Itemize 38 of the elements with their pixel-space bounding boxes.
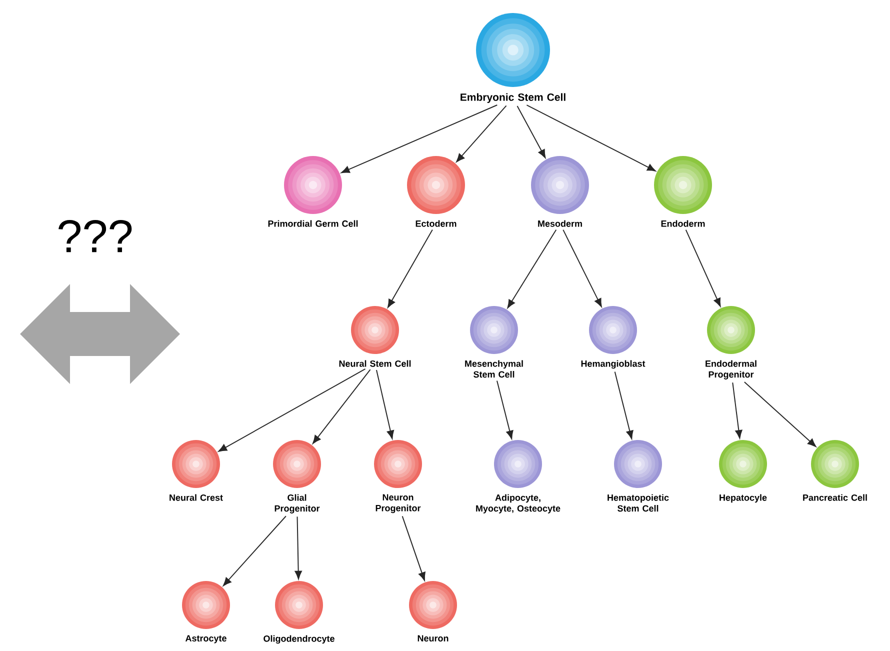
cell-label: Mesoderm (538, 220, 582, 227)
arrow (388, 229, 433, 308)
question-marks: ??? (58, 220, 132, 252)
cell-label: Oligodendrocyte (264, 635, 334, 644)
cell-label: Mesenchymal Stem Cell (465, 360, 523, 378)
arrow (456, 105, 507, 162)
arrow (341, 104, 498, 174)
arrow (312, 369, 371, 444)
arrow (376, 369, 394, 440)
arrow (402, 516, 426, 581)
arrow (685, 229, 721, 307)
arrow (516, 105, 546, 158)
cell-label: Adipocyte, Myocyte, Osteocyte (476, 494, 560, 514)
cell-label: Neuron (418, 635, 448, 642)
arrow (732, 382, 742, 439)
arrow (562, 229, 602, 308)
arrow (526, 104, 656, 172)
arrow (218, 368, 366, 452)
arrow (744, 381, 816, 447)
cell-label: Endoderm (661, 220, 705, 227)
cell-label: Hematopoietic Stem Cell (608, 494, 669, 512)
arrow (294, 516, 302, 580)
cell-label: Neuron Progenitor (376, 494, 421, 514)
cell-label: Neural Crest (170, 494, 223, 501)
arrow (496, 380, 514, 440)
cell-label: Glial Progenitor (274, 494, 320, 514)
cell-label: Neural Stem Cell (339, 360, 411, 367)
cell-label: Hepatocyle (720, 494, 767, 503)
cell-label: Endodermal Progenitor (706, 360, 756, 380)
arrow (222, 516, 286, 586)
cell-label: Pancreatic Cell (803, 494, 867, 501)
cell-label: Ectoderm (416, 220, 456, 227)
cell-label: Embryonic Stem Cell (460, 93, 566, 103)
cell-label: Astrocyte (185, 635, 226, 644)
arrow (507, 229, 557, 308)
arrow (614, 371, 634, 440)
cell-label: Hemangioblast (581, 360, 646, 369)
cell-label: Primordial Germ Cell (268, 220, 358, 227)
